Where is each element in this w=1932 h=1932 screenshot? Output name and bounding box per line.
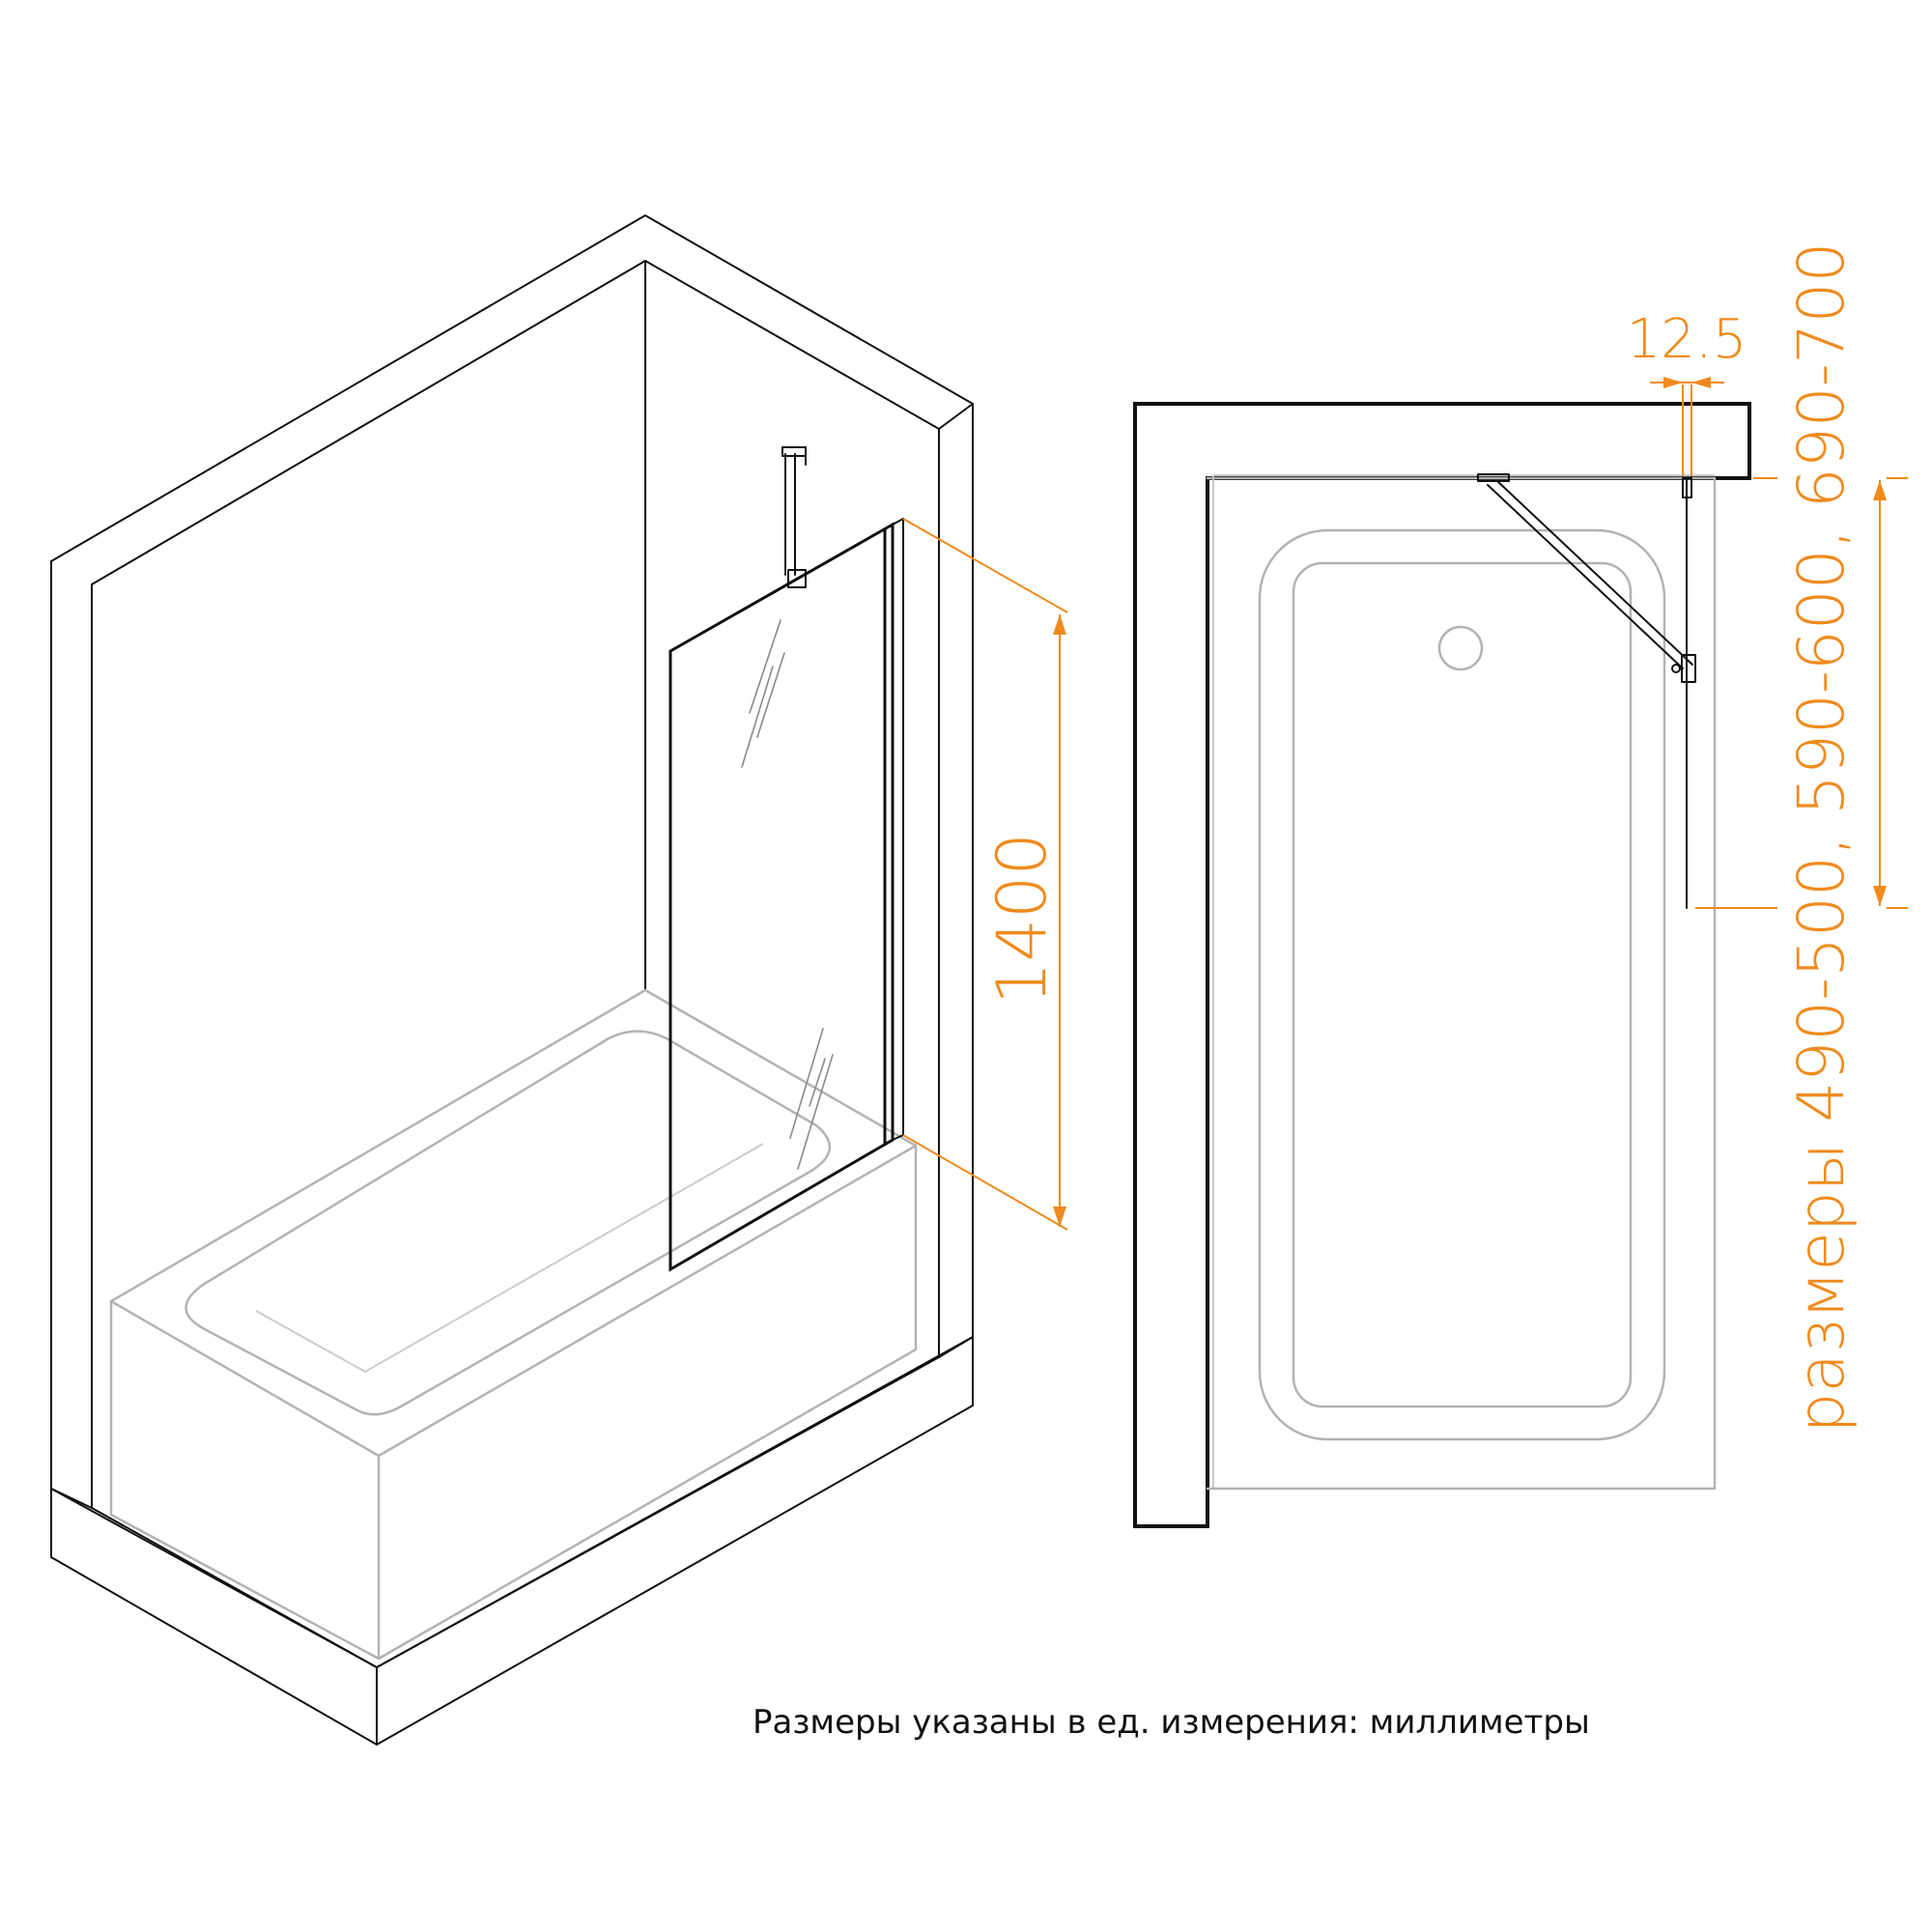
drain-icon	[1437, 625, 1484, 671]
sizes-dimension-label: размеры 490-500, 590-600, 690-700	[1784, 242, 1859, 1434]
isometric-view: 1400	[50, 214, 1068, 1746]
arrowhead-left	[1663, 377, 1683, 388]
thickness-dimension-label: 12.5	[1627, 308, 1747, 371]
height-dimension: 1400	[902, 518, 1068, 1231]
arrowhead-bottom	[1053, 1207, 1066, 1227]
height-dimension-label: 1400	[982, 833, 1062, 1005]
arrowhead-bottom	[1873, 886, 1887, 906]
plan-bathtub	[1206, 476, 1717, 1491]
arrowhead-top	[1053, 614, 1066, 635]
wall-niche	[50, 214, 974, 1746]
thickness-dimension: 12.5	[1627, 308, 1747, 476]
units-note: Размеры указаны в ед. измерения: миллиме…	[753, 1703, 1590, 1742]
stabilizer-bar	[781, 446, 807, 588]
plan-view: 12.5 размеры 490-500, 590-600, 690-700	[1133, 242, 1908, 1528]
plan-wall	[1133, 402, 1751, 1528]
bathtub	[109, 988, 918, 1661]
sizes-dimension: размеры 490-500, 590-600, 690-700	[1695, 242, 1908, 1434]
arrowhead-right	[1691, 377, 1711, 388]
arrowhead-top	[1873, 480, 1887, 500]
plan-glass-panel	[1477, 473, 1696, 909]
glass-panel	[668, 518, 904, 1272]
